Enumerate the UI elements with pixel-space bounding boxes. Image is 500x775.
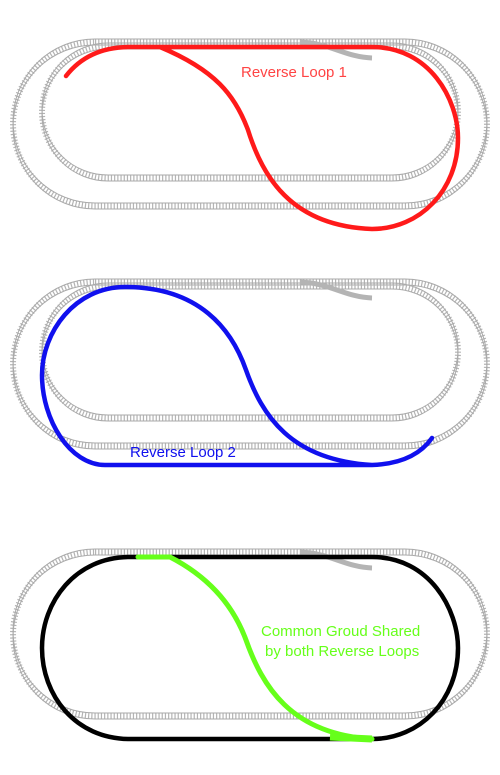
inner-track: [42, 282, 458, 422]
outer-track: [13, 278, 487, 450]
panel-common-ground: Common Groud Shared by both Reverse Loop…: [13, 548, 487, 743]
reverse-loop-1-path: [63, 44, 461, 232]
common-ground-label-line2: by both Reverse Loops: [265, 643, 419, 660]
common-ground-label-line1: Common Groud Shared: [261, 623, 420, 640]
common-ground-path: [135, 554, 375, 742]
reverse-loop-1-label: Reverse Loop 1: [241, 64, 347, 81]
common-ground-segment: [329, 733, 373, 743]
reverse-loop-2-path: [39, 284, 435, 468]
panel-reverse-loop-2: Reverse Loop 2: [13, 278, 487, 468]
reverse-loop-2-label: Reverse Loop 2: [130, 444, 236, 461]
panel-reverse-loop-1: Reverse Loop 1: [13, 38, 487, 232]
